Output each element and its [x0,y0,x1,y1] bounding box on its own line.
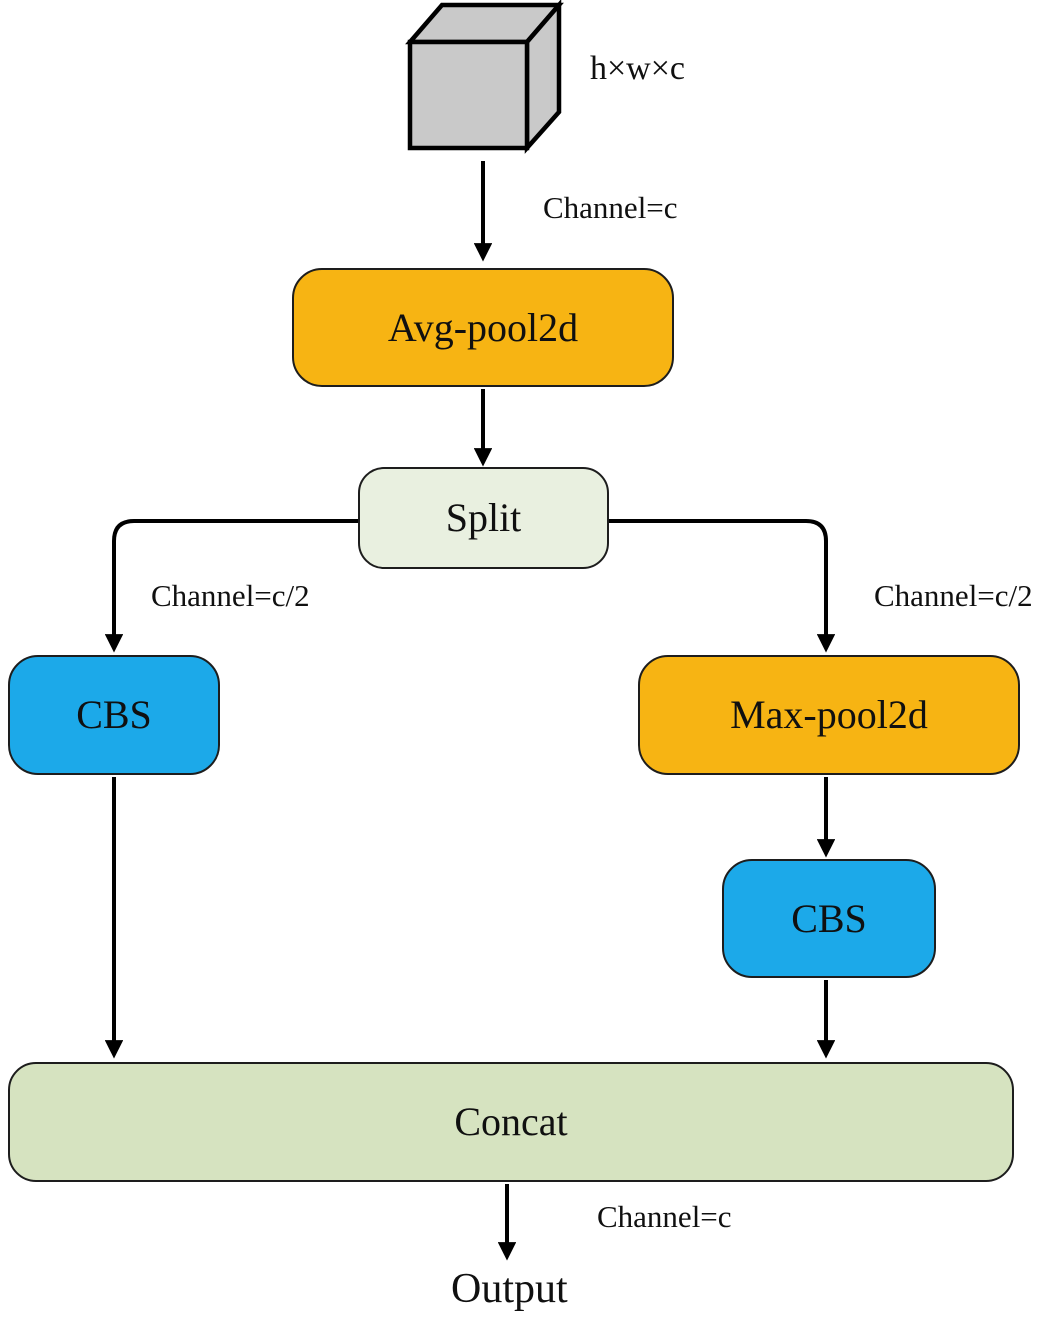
node-concat: Concat [8,1062,1014,1182]
input-shape-label: h×w×c [590,50,685,87]
output-label: Output [451,1266,568,1312]
node-max-pool2d-label: Max-pool2d [730,692,928,737]
node-cbs-left: CBS [8,655,220,775]
edge-label-channel-c2-left: Channel=c/2 [151,578,310,613]
edge-label-channel-c-top: Channel=c [543,190,678,225]
edge-label-channel-c-bottom: Channel=c [597,1199,732,1234]
node-cbs-left-label: CBS [76,692,152,737]
cube-top-face [405,2,564,45]
node-cbs-right: CBS [722,859,936,978]
node-split-label: Split [445,495,522,540]
node-max-pool2d: Max-pool2d [638,655,1020,775]
cube-right-face [524,0,562,154]
node-cbs-right-label: CBS [791,895,867,941]
node-avg-pool2d-label: Avg-pool2d [387,304,579,350]
node-concat-label: Concat [454,1099,568,1144]
cube-front-face [407,39,530,151]
tensor-cube-icon [405,0,564,154]
edge-label-channel-c2-right: Channel=c/2 [874,578,1033,613]
node-split: Split [358,467,609,569]
node-avg-pool2d: Avg-pool2d [292,268,674,387]
arrow-split-to-maxpool [609,519,836,653]
